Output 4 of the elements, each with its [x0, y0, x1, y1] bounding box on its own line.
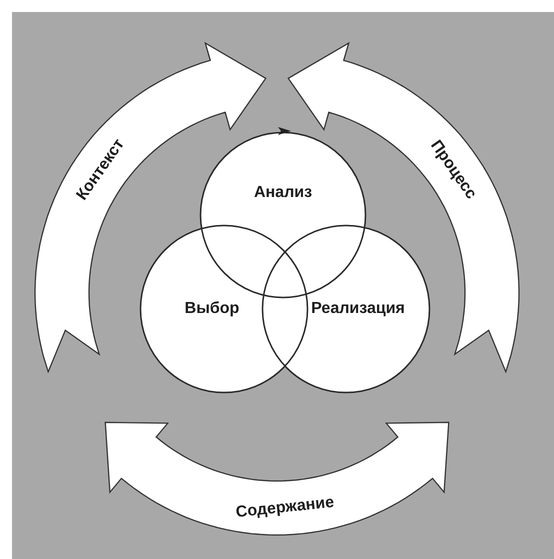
circle-label: Анализ	[254, 185, 312, 201]
circle-label: Выбор	[184, 301, 240, 317]
circle-label: Реализация	[311, 301, 405, 317]
arrow-label: Содержание	[234, 494, 334, 521]
